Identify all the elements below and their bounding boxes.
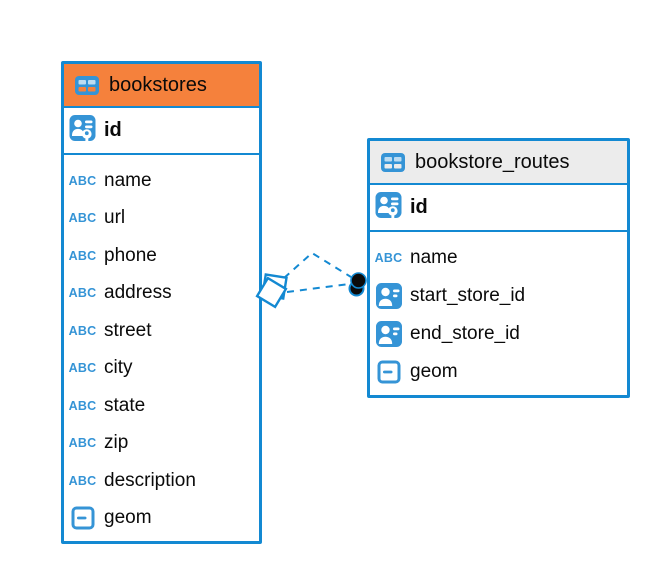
geometry-type-icon: [375, 360, 402, 384]
column-row[interactable]: ABC url: [64, 200, 259, 238]
geometry-type-icon: [69, 506, 96, 530]
column-row[interactable]: ABC phone: [64, 237, 259, 275]
table-icon: [73, 75, 100, 95]
column-label: end_store_id: [410, 323, 520, 344]
column-label: url: [104, 207, 126, 229]
text-type-icon: ABC: [68, 248, 97, 263]
table-bookstore-routes-header[interactable]: bookstore_routes: [370, 141, 627, 185]
column-row[interactable]: geom: [64, 500, 259, 538]
text-type-icon: ABC: [68, 323, 97, 338]
text-type-icon: ABC: [374, 251, 403, 265]
column-row-primary-key[interactable]: id: [64, 108, 259, 155]
target-dot-marker-front: [350, 272, 367, 289]
relationship-line-upper: [283, 251, 352, 279]
column-label: address: [104, 282, 172, 304]
column-label: phone: [104, 244, 157, 266]
text-type-icon: ABC: [68, 173, 97, 188]
table-bookstores[interactable]: bookstores id ABC na: [61, 61, 262, 544]
column-row[interactable]: ABC address: [64, 275, 259, 313]
table-icon: [379, 152, 406, 172]
table-title: bookstores: [109, 73, 207, 96]
column-label: name: [410, 247, 458, 268]
reference-type-icon: [375, 283, 402, 309]
text-type-icon: ABC: [68, 473, 97, 488]
table-bookstore-routes[interactable]: bookstore_routes id ABC: [367, 138, 630, 398]
text-type-icon: ABC: [68, 436, 97, 451]
reference-type-icon: [375, 321, 402, 347]
column-label: description: [104, 469, 196, 491]
column-row[interactable]: ABC street: [64, 312, 259, 350]
column-row[interactable]: ABC zip: [64, 425, 259, 463]
primary-key-label: id: [410, 196, 428, 218]
text-type-icon: ABC: [68, 211, 97, 226]
column-label: geom: [410, 361, 458, 382]
column-list: ABC name ABC url ABC phone ABC address A…: [64, 155, 259, 541]
column-label: city: [104, 357, 133, 379]
column-label: start_store_id: [410, 285, 526, 306]
column-row[interactable]: end_store_id: [370, 315, 627, 353]
source-square-marker-back: [261, 273, 288, 300]
relationship-line-lower: [286, 283, 350, 293]
column-row[interactable]: ABC description: [64, 462, 259, 500]
column-label: name: [104, 169, 152, 191]
column-label: geom: [104, 507, 152, 529]
column-label: street: [104, 319, 152, 341]
column-label: state: [104, 394, 146, 416]
column-row[interactable]: ABC name: [370, 239, 627, 277]
table-bookstores-header[interactable]: bookstores: [64, 64, 259, 108]
primary-key-icon: [375, 191, 402, 224]
column-row[interactable]: ABC state: [64, 387, 259, 425]
relationship-connector[interactable]: [255, 251, 367, 309]
column-row[interactable]: ABC city: [64, 350, 259, 388]
text-type-icon: ABC: [68, 361, 97, 376]
target-dot-marker-back: [348, 280, 365, 297]
column-row-primary-key[interactable]: id: [370, 185, 627, 232]
text-type-icon: ABC: [68, 286, 97, 301]
table-title: bookstore_routes: [415, 150, 570, 173]
column-row[interactable]: start_store_id: [370, 277, 627, 315]
column-list: ABC name start_store_id: [370, 232, 627, 395]
column-row[interactable]: ABC name: [64, 162, 259, 200]
primary-key-label: id: [104, 119, 122, 141]
primary-key-icon: [69, 114, 96, 147]
column-label: zip: [104, 432, 129, 454]
text-type-icon: ABC: [68, 398, 97, 413]
column-row[interactable]: geom: [370, 353, 627, 391]
